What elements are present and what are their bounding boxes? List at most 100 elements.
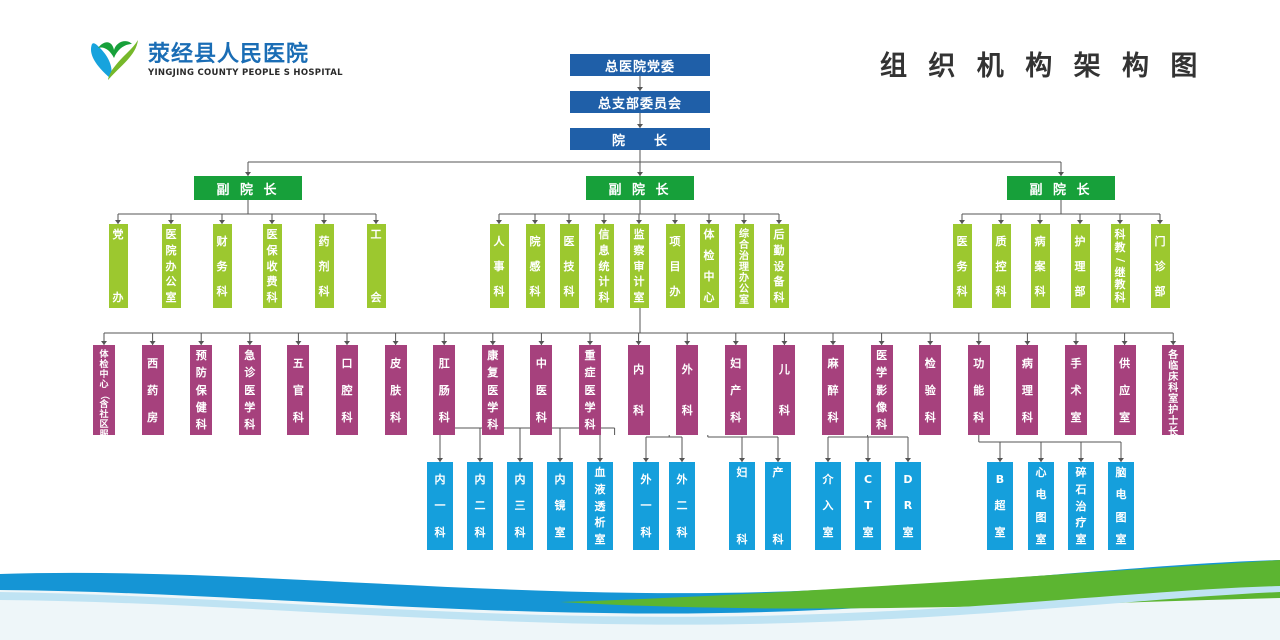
arrow-head-icon [637,172,643,176]
arrow-head-icon [1038,458,1044,462]
department-box: 供应室 [1113,345,1136,435]
department-box: 各临床科室护士长 [1162,345,1185,438]
arrow-head-icon [741,220,747,224]
arrow-head-icon [643,458,649,462]
admin-unit: 院感科 [525,224,545,308]
arrow-head-icon [1078,458,1084,462]
admin-unit: 人事科 [489,224,509,308]
arrow-head-icon [566,220,572,224]
admin-unit: 财务科 [212,224,232,308]
admin-unit: 护理部 [1070,224,1090,308]
arrow-head-icon [998,220,1004,224]
admin-unit: 病案科 [1030,224,1050,308]
department-box: 重症医学科 [579,345,601,435]
arrow-head-icon [997,458,1003,462]
hospital-name-en: YINGJING COUNTY PEOPLE S HOSPITAL [148,68,343,78]
decorative-wave [0,560,1280,640]
arrow-head-icon [865,458,871,462]
arrow-head-icon [601,220,607,224]
arrow-head-icon [269,220,275,224]
arrow-head-icon [732,341,739,345]
sub-department-box: 脑电图室 [1108,462,1134,550]
arrow-head-icon [115,220,121,224]
department-box: 皮肤科 [384,345,407,435]
admin-unit: 后勤设备科 [769,224,789,308]
arrow-head-icon [781,341,788,345]
arrow-head-icon [927,341,934,345]
arrow-head-icon [496,220,502,224]
arrow-head-icon [392,341,399,345]
arrow-head-icon [637,87,643,91]
arrow-head-icon [295,341,302,345]
top-box-1: 总支部委员会 [570,91,710,113]
arrow-head-icon [706,220,712,224]
department-box: 儿科 [773,345,796,435]
department-box: 中医科 [530,345,553,435]
arrow-head-icon [149,341,156,345]
admin-unit: 药剂科 [314,224,334,308]
arrow-head-icon [905,458,911,462]
admin-unit: 监察审计室 [629,224,649,308]
vice-president-box: 副 院 长 [1007,176,1115,200]
arrow-head-icon [321,220,327,224]
arrow-head-icon [637,124,643,128]
heart-logo-icon [90,40,138,80]
admin-unit: 医技科 [559,224,579,308]
department-box: 检验科 [919,345,942,435]
sub-department-box: 介入室 [815,462,841,550]
department-box: 内科 [627,345,650,435]
arrow-head-icon [587,341,593,345]
department-box: 病理科 [1016,345,1039,435]
arrow-head-icon [636,220,642,224]
arrow-head-icon [245,172,251,176]
department-box: 妇产科 [724,345,747,435]
sub-department-box: 产科 [765,462,791,550]
arrow-head-icon [1170,341,1177,345]
sub-department-box: 外二科 [669,462,695,550]
admin-unit: 信息统计科 [594,224,614,308]
arrow-head-icon [246,341,253,345]
admin-unit: 质控科 [991,224,1011,308]
arrow-head-icon [739,458,745,462]
department-box: 西药房 [141,345,164,435]
admin-unit: 综合治理办公室 [734,224,754,308]
top-box-2: 院 长 [570,128,710,150]
department-box: 预防保健科 [190,345,213,435]
arrow-head-icon [1058,172,1064,176]
arrow-head-icon [776,220,782,224]
arrow-head-icon [775,458,781,462]
arrow-head-icon [441,341,448,345]
admin-unit: 医院办公室 [161,224,181,308]
sub-department-box: 妇科 [729,462,755,550]
arrow-head-icon [672,220,678,224]
vice-president-box: 副 院 长 [586,176,694,200]
arrow-head-icon [538,341,545,345]
arrow-head-icon [679,458,685,462]
arrow-head-icon [635,341,642,345]
arrow-head-icon [597,458,603,462]
arrow-head-icon [830,341,836,345]
admin-unit: 门诊部 [1150,224,1170,308]
arrow-head-icon [1037,220,1043,224]
arrow-head-icon [1077,220,1083,224]
hospital-name: 荥经县人民医院 [148,42,310,67]
arrow-head-icon [1073,341,1079,345]
sub-department-box: 血液透析室 [587,462,613,550]
arrow-head-icon [1118,458,1124,462]
arrow-head-icon [825,458,831,462]
sub-department-box: 内三科 [507,462,533,550]
page-title: 组 织 机 构 架 构 图 [880,51,1204,82]
arrow-head-icon [532,220,538,224]
sub-department-box: 碎石治疗室 [1068,462,1094,550]
arrow-head-icon [219,220,225,224]
arrow-head-icon [975,341,982,345]
department-box: 急诊医学科 [238,345,261,435]
arrow-head-icon [477,458,483,462]
arrow-head-icon [684,341,691,345]
sub-department-box: 内一科 [427,462,453,550]
department-box: 五官科 [287,345,310,435]
arrow-head-icon [373,220,379,224]
arrow-head-icon [878,341,885,345]
